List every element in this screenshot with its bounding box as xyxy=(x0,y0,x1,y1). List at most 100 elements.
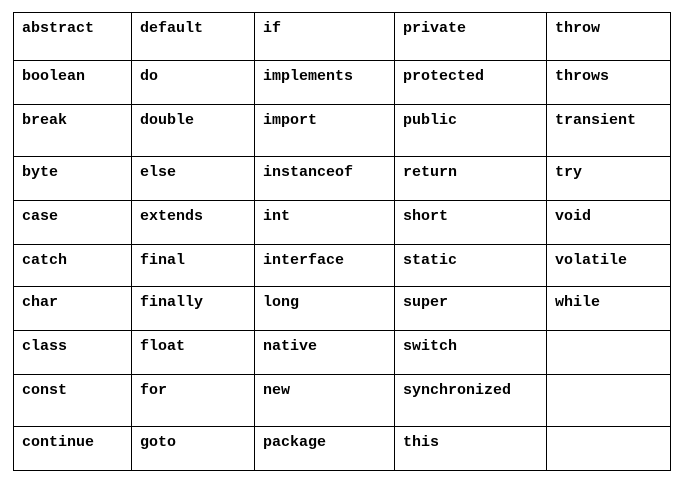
table-cell: throws xyxy=(546,60,671,105)
table-cell: byte xyxy=(13,156,132,201)
cell-keyword: break xyxy=(22,112,68,129)
table-cell: class xyxy=(13,330,132,375)
table-cell: do xyxy=(131,60,255,105)
table-cell: abstract xyxy=(13,12,132,61)
table-cell: extends xyxy=(131,200,255,245)
table-row: continue goto package this xyxy=(13,426,671,471)
table-row: char finally long super while xyxy=(13,286,671,331)
cell-keyword: implements xyxy=(263,68,354,85)
table-cell xyxy=(546,374,671,427)
table-cell: catch xyxy=(13,244,132,287)
cell-keyword: import xyxy=(263,112,318,129)
table-cell: if xyxy=(254,12,395,61)
keywords-table-body: abstract default if private throw boolea… xyxy=(13,12,671,471)
table-cell xyxy=(546,426,671,471)
cell-keyword: native xyxy=(263,338,318,355)
table-cell: long xyxy=(254,286,395,331)
table-cell: throw xyxy=(546,12,671,61)
cell-keyword: const xyxy=(22,382,68,399)
table-cell: goto xyxy=(131,426,255,471)
table-cell: finally xyxy=(131,286,255,331)
table-cell: synchronized xyxy=(394,374,547,427)
table-row: case extends int short void xyxy=(13,200,671,245)
table-row: byte else instanceof return try xyxy=(13,156,671,201)
table-cell: for xyxy=(131,374,255,427)
table-cell: private xyxy=(394,12,547,61)
cell-keyword: float xyxy=(140,338,186,355)
cell-keyword: else xyxy=(140,164,177,181)
cell-keyword: while xyxy=(555,294,601,311)
cell-keyword: interface xyxy=(263,252,345,269)
cell-keyword: goto xyxy=(140,434,177,451)
cell-keyword: new xyxy=(263,382,291,399)
cell-keyword: try xyxy=(555,164,583,181)
table-cell: public xyxy=(394,104,547,157)
cell-keyword xyxy=(548,428,670,435)
cell-keyword: throws xyxy=(555,68,610,85)
table-cell: final xyxy=(131,244,255,287)
cell-keyword: int xyxy=(263,208,291,225)
table-row: abstract default if private throw xyxy=(13,12,671,61)
cell-keyword: byte xyxy=(22,164,59,181)
table-cell: implements xyxy=(254,60,395,105)
table-row: boolean do implements protected throws xyxy=(13,60,671,105)
cell-keyword: public xyxy=(403,112,458,129)
cell-keyword: abstract xyxy=(22,20,95,37)
cell-keyword: switch xyxy=(403,338,458,355)
table-cell: new xyxy=(254,374,395,427)
cell-keyword: double xyxy=(140,112,195,129)
cell-keyword: char xyxy=(22,294,59,311)
table-cell: double xyxy=(131,104,255,157)
table-cell: void xyxy=(546,200,671,245)
cell-keyword: extends xyxy=(140,208,204,225)
table-cell: boolean xyxy=(13,60,132,105)
cell-keyword: finally xyxy=(140,294,204,311)
cell-keyword: this xyxy=(403,434,440,451)
cell-keyword: short xyxy=(403,208,449,225)
cell-keyword: super xyxy=(403,294,449,311)
cell-keyword: static xyxy=(403,252,458,269)
table-cell: case xyxy=(13,200,132,245)
cell-keyword: package xyxy=(263,434,327,451)
cell-keyword: return xyxy=(403,164,458,181)
cell-keyword: instanceof xyxy=(263,164,354,181)
table-cell: volatile xyxy=(546,244,671,287)
table-cell: char xyxy=(13,286,132,331)
cell-keyword: volatile xyxy=(555,252,628,269)
table-cell: int xyxy=(254,200,395,245)
table-cell: package xyxy=(254,426,395,471)
table-cell: short xyxy=(394,200,547,245)
cell-keyword xyxy=(548,332,670,339)
table-cell: static xyxy=(394,244,547,287)
table-cell xyxy=(546,330,671,375)
cell-keyword: long xyxy=(263,294,300,311)
table-cell: instanceof xyxy=(254,156,395,201)
cell-keyword: final xyxy=(140,252,186,269)
table-cell: this xyxy=(394,426,547,471)
java-keywords-table: abstract default if private throw boolea… xyxy=(13,12,671,471)
cell-keyword: for xyxy=(140,382,168,399)
table-cell: else xyxy=(131,156,255,201)
cell-keyword: void xyxy=(555,208,592,225)
cell-keyword: default xyxy=(140,20,204,37)
cell-keyword: throw xyxy=(555,20,601,37)
table-cell: try xyxy=(546,156,671,201)
cell-keyword: continue xyxy=(22,434,95,451)
cell-keyword xyxy=(548,376,670,383)
table-cell: default xyxy=(131,12,255,61)
table-cell: switch xyxy=(394,330,547,375)
cell-keyword: case xyxy=(22,208,59,225)
cell-keyword: protected xyxy=(403,68,485,85)
table-cell: const xyxy=(13,374,132,427)
table-cell: break xyxy=(13,104,132,157)
cell-keyword: class xyxy=(22,338,68,355)
table-cell: protected xyxy=(394,60,547,105)
table-row: class float native switch xyxy=(13,330,671,375)
table-cell: continue xyxy=(13,426,132,471)
table-row: catch final interface static volatile xyxy=(13,244,671,287)
cell-keyword: catch xyxy=(22,252,68,269)
cell-keyword: do xyxy=(140,68,159,85)
table-cell: transient xyxy=(546,104,671,157)
table-row: break double import public transient xyxy=(13,104,671,157)
table-row: const for new synchronized xyxy=(13,374,671,427)
